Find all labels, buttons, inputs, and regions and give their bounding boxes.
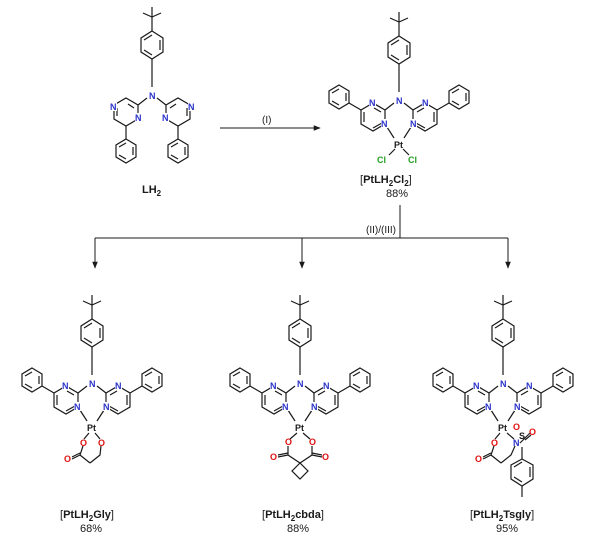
svg-text:N: N <box>526 381 533 391</box>
svg-text:O: O <box>98 438 105 448</box>
svg-text:N: N <box>513 438 520 448</box>
svg-text:N: N <box>115 381 122 391</box>
svg-text:N: N <box>74 402 81 412</box>
svg-text:N: N <box>110 102 117 112</box>
svg-text:O: O <box>491 438 498 448</box>
product-gly-yield: 68% <box>80 523 102 535</box>
svg-text:N: N <box>162 113 169 123</box>
product-ptcl2-label: [PtLH2Cl2] <box>360 174 412 188</box>
svg-text:O: O <box>80 438 87 448</box>
svg-text:O: O <box>513 422 520 432</box>
svg-text:N: N <box>514 402 521 412</box>
product-tsgly-yield: 95% <box>496 523 518 535</box>
svg-text:N: N <box>62 381 69 391</box>
svg-text:O: O <box>285 437 292 447</box>
svg-text:N: N <box>323 381 330 391</box>
condition-step2: (II)/(III) <box>366 225 396 236</box>
svg-text:O: O <box>529 427 536 437</box>
product-ptcl2-structure: N N N N N Pt Cl Cl <box>329 11 469 165</box>
svg-text:N: N <box>369 98 376 108</box>
svg-text:O: O <box>309 437 316 447</box>
svg-text:Pt: Pt <box>498 423 507 433</box>
svg-text:Pt: Pt <box>295 423 304 433</box>
svg-text:N: N <box>188 102 195 112</box>
svg-text:O: O <box>270 452 277 462</box>
atom-N: N <box>149 91 156 101</box>
product-cbda-yield: 88% <box>287 523 309 535</box>
condition-step1: (I) <box>262 115 271 126</box>
svg-text:N: N <box>485 402 492 412</box>
svg-text:Cl: Cl <box>408 155 417 165</box>
svg-text:N: N <box>103 402 110 412</box>
svg-text:N: N <box>282 402 289 412</box>
svg-text:N: N <box>396 96 403 106</box>
svg-text:N: N <box>311 402 318 412</box>
svg-text:Pt: Pt <box>87 423 96 433</box>
product-ptcl2-yield: 88% <box>386 188 408 200</box>
product-cbda-label: [PtLH2cbda] <box>262 509 324 523</box>
branch-arrows <box>92 205 511 269</box>
product-tsgly-label: [PtLH2Tsgly] <box>470 509 534 523</box>
svg-text:N: N <box>422 98 429 108</box>
svg-text:N: N <box>500 379 507 389</box>
product-cbda-structure: N N N N N Pt O O O O <box>230 294 370 480</box>
svg-text:O: O <box>475 454 482 464</box>
svg-text:N: N <box>473 381 480 391</box>
atom-Pt: Pt <box>394 140 403 150</box>
reactant-structure: N N N N N <box>110 6 195 164</box>
svg-text:S: S <box>519 431 525 441</box>
svg-text:O: O <box>64 454 71 464</box>
product-gly-label: [PtLH2Gly] <box>60 509 114 523</box>
svg-text:N: N <box>381 119 388 129</box>
svg-text:N: N <box>135 113 142 123</box>
reactant-label: LH2 <box>142 184 162 198</box>
svg-text:N: N <box>89 379 96 389</box>
svg-text:N: N <box>297 379 304 389</box>
svg-text:N: N <box>410 119 417 129</box>
svg-text:O: O <box>322 452 329 462</box>
svg-text:Cl: Cl <box>377 155 386 165</box>
product-tsgly-structure: N N N N N Pt O N S O O O <box>433 294 573 497</box>
svg-text:N: N <box>270 381 277 391</box>
product-gly-structure: N N N N N Pt O O O <box>22 294 162 464</box>
